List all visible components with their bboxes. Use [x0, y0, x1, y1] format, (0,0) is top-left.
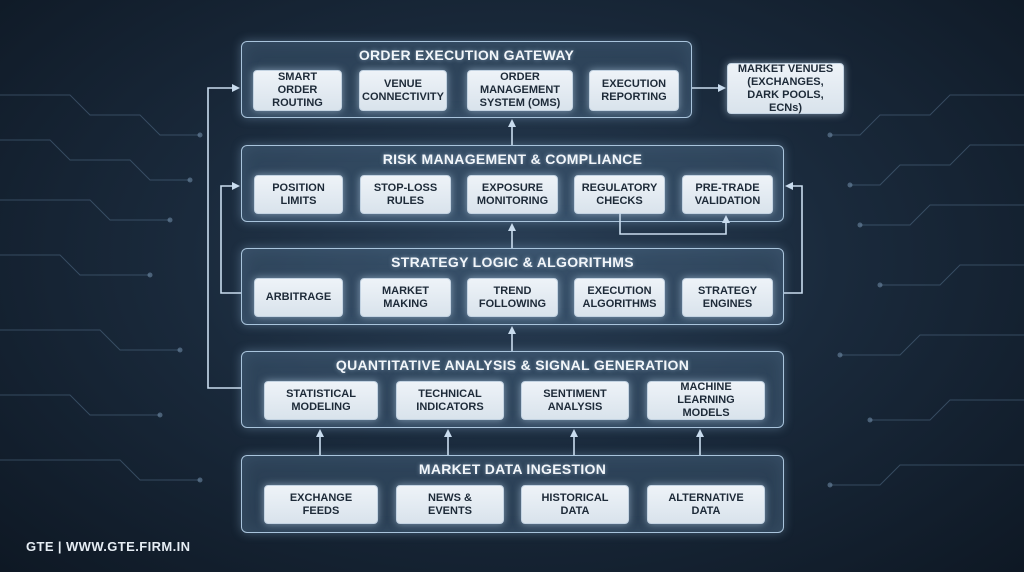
layer-title: MARKET DATA INGESTION [418, 461, 607, 477]
technical-indicators-box: TECHNICAL INDICATORS [396, 381, 504, 420]
sentiment-analysis-box: SENTIMENT ANALYSIS [521, 381, 629, 420]
alternative-data-box: ALTERNATIVE DATA [647, 485, 765, 524]
layer-strategy-logic: STRATEGY LOGIC & ALGORITHMS ARBITRAGE MA… [241, 248, 784, 325]
execution-reporting-box: EXECUTION REPORTING [589, 70, 679, 111]
position-limits-box: POSITION LIMITS [254, 175, 343, 214]
layer-title: STRATEGY LOGIC & ALGORITHMS [391, 254, 634, 270]
venue-connectivity-box: VENUE CONNECTIVITY [359, 70, 447, 111]
layer-title: RISK MANAGEMENT & COMPLIANCE [382, 151, 643, 167]
layer-quantitative-analysis: QUANTITATIVE ANALYSIS & SIGNAL GENERATIO… [241, 351, 784, 428]
footer-brand: GTE | WWW.GTE.FIRM.IN [26, 539, 191, 554]
exchange-feeds-box: EXCHANGE FEEDS [264, 485, 378, 524]
statistical-modeling-box: STATISTICAL MODELING [264, 381, 378, 420]
news-events-box: NEWS & EVENTS [396, 485, 504, 524]
strategy-engines-box: STRATEGY ENGINES [682, 278, 773, 317]
stop-loss-rules-box: STOP-LOSS RULES [360, 175, 451, 214]
layer-title: QUANTITATIVE ANALYSIS & SIGNAL GENERATIO… [335, 357, 690, 373]
arbitrage-box: ARBITRAGE [254, 278, 343, 317]
historical-data-box: HISTORICAL DATA [521, 485, 629, 524]
layer-risk-management: RISK MANAGEMENT & COMPLIANCE POSITION LI… [241, 145, 784, 222]
layer-title: ORDER EXECUTION GATEWAY [358, 47, 575, 63]
market-making-box: MARKET MAKING [360, 278, 451, 317]
layer-market-data-ingestion: MARKET DATA INGESTION EXCHANGE FEEDS NEW… [241, 455, 784, 533]
market-venues-box: MARKET VENUES (EXCHANGES, DARK POOLS, EC… [727, 63, 844, 114]
layer-order-execution-gateway: ORDER EXECUTION GATEWAY SMART ORDER ROUT… [241, 41, 692, 118]
trend-following-box: TREND FOLLOWING [467, 278, 558, 317]
oms-box: ORDER MANAGEMENT SYSTEM (OMS) [467, 70, 573, 111]
regulatory-checks-box: REGULATORY CHECKS [574, 175, 665, 214]
machine-learning-models-box: MACHINE LEARNING MODELS [647, 381, 765, 420]
execution-algorithms-box: EXECUTION ALGORITHMS [574, 278, 665, 317]
smart-order-routing-box: SMART ORDER ROUTING [253, 70, 342, 111]
exposure-monitoring-box: EXPOSURE MONITORING [467, 175, 558, 214]
pre-trade-validation-box: PRE-TRADE VALIDATION [682, 175, 773, 214]
